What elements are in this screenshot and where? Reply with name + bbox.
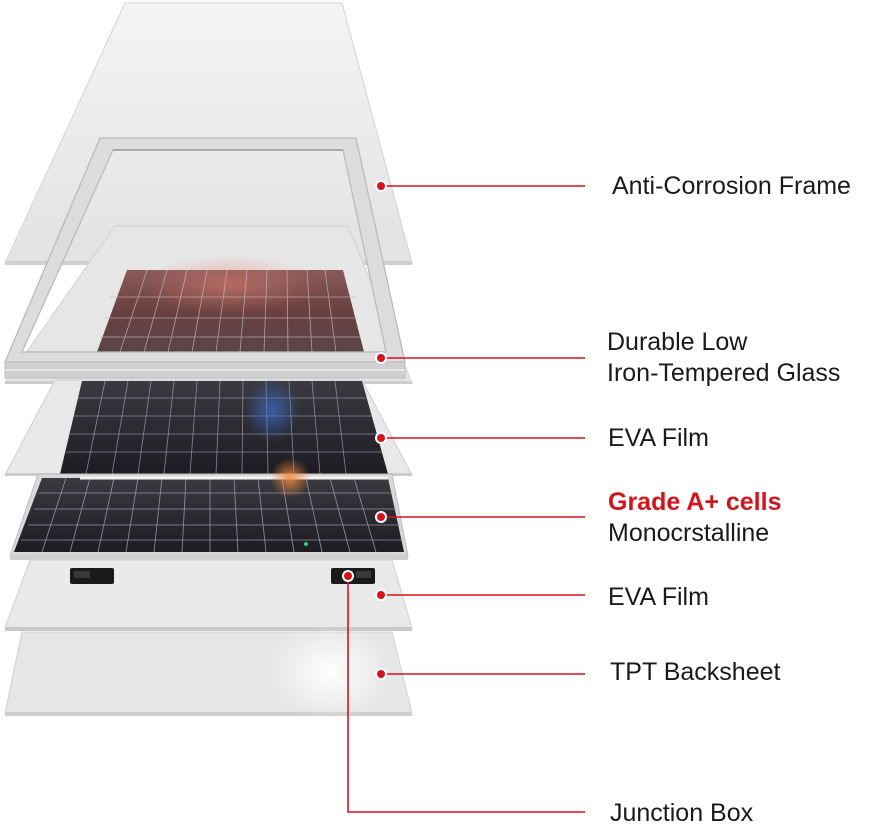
label-glass-line1: Durable Low bbox=[607, 328, 748, 356]
junction-box-left bbox=[70, 568, 114, 584]
label-backsheet: TPT Backsheet bbox=[610, 657, 780, 688]
callout-glass bbox=[375, 352, 585, 364]
label-frame-text: Anti-Corrosion Frame bbox=[612, 172, 851, 200]
label-eva-bottom-text: EVA Film bbox=[608, 583, 709, 611]
callout-junction bbox=[342, 570, 585, 813]
callout-eva-bottom bbox=[375, 589, 585, 601]
callout-eva-top bbox=[375, 432, 585, 444]
label-backsheet-text: TPT Backsheet bbox=[610, 658, 781, 686]
solar-cells-panel-lower bbox=[9, 458, 409, 560]
callout-frame bbox=[375, 180, 585, 192]
label-glass-line2: Iron-Tempered Glass bbox=[607, 359, 841, 387]
label-eva-top: EVA Film bbox=[608, 423, 709, 454]
top-cells-panel bbox=[97, 255, 364, 353]
label-eva-bottom: EVA Film bbox=[608, 582, 709, 613]
callout-backsheet bbox=[375, 668, 585, 680]
label-cells-type: Monocrstalline bbox=[608, 519, 770, 547]
label-junction: Junction Box bbox=[610, 798, 753, 829]
tpt-backsheet-layer bbox=[4, 624, 413, 720]
label-eva-top-text: EVA Film bbox=[608, 424, 709, 452]
solar-cells-panel-upper bbox=[60, 378, 388, 475]
label-glass: Durable Low Iron-Tempered Glass bbox=[607, 327, 840, 389]
label-frame: Anti-Corrosion Frame bbox=[612, 171, 851, 202]
aluminum-frame bbox=[4, 137, 406, 379]
label-junction-text: Junction Box bbox=[610, 799, 754, 827]
label-cells-grade: Grade A+ cells bbox=[608, 488, 782, 516]
callout-cells bbox=[375, 511, 585, 523]
label-cells: Grade A+ cells Monocrstalline bbox=[608, 487, 781, 549]
